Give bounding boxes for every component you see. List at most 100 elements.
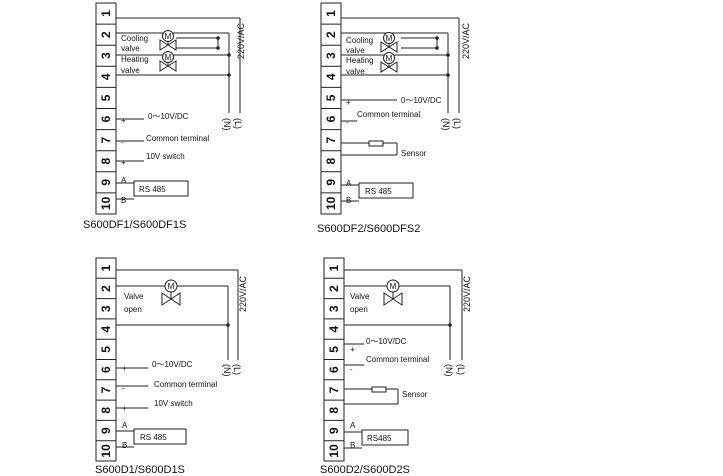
cooling-valve: Cooling valve M <box>346 32 398 55</box>
valve-icon <box>159 60 177 72</box>
terminal-number: 5 <box>324 94 338 101</box>
motor-symbol: M <box>168 282 175 291</box>
minus-symbol: - <box>350 365 353 374</box>
supply-voltage-label: 220V/AC <box>238 275 248 312</box>
motor-symbol: M <box>165 32 172 41</box>
terminal-number: 6 <box>327 366 341 373</box>
b-symbol: B <box>122 441 127 450</box>
minus-symbol: - <box>121 138 124 147</box>
signal-wiring: + 0～10V/DC - Common terminal Sensor A B … <box>341 96 442 205</box>
terminal-number: 3 <box>324 52 338 59</box>
valve-label: Valve <box>350 292 370 301</box>
terminal-strip: 1 2 3 4 5 6 7 8 9 10 <box>95 257 117 462</box>
open-valve: Valve open M <box>350 279 403 314</box>
junction-dot <box>227 73 231 77</box>
valve-label: Heating <box>346 56 374 65</box>
terminal-number: 2 <box>99 31 113 38</box>
heating-valve: Heating valve M <box>121 51 177 75</box>
analog-input-label: 0～10V/DC <box>148 112 189 121</box>
minus-symbol: - <box>122 384 125 393</box>
rs485-box <box>133 428 187 445</box>
terminal-number: 1 <box>324 10 338 17</box>
analog-input-label: 0～10V/DC <box>401 96 442 105</box>
rs485-label: RS 485 <box>365 187 392 196</box>
valve-label: valve <box>346 46 365 55</box>
panel-caption: S600DF1/S600DF1S <box>83 219 186 231</box>
plus-symbol: + <box>121 158 126 167</box>
analog-input-label: 0～10V/DC <box>152 360 193 369</box>
terminal-number: 4 <box>99 325 113 332</box>
panel-caption: S600D2/S600D2S <box>320 464 410 476</box>
junction-dot <box>227 53 231 57</box>
terminal-number: 7 <box>99 136 113 143</box>
junction-dot <box>446 53 450 57</box>
common-terminal-label: Common terminal <box>366 355 429 364</box>
terminal-number: 5 <box>99 94 113 101</box>
panel-caption: S600DF2/S600DFS2 <box>317 223 420 235</box>
valve-icon <box>161 292 181 306</box>
plus-symbol: + <box>121 116 126 125</box>
switch-input-label: 10V switch <box>146 152 185 161</box>
a-symbol: A <box>122 421 128 430</box>
minus-symbol: - <box>346 118 349 127</box>
valve-label: open <box>124 305 142 314</box>
terminal-number: 1 <box>327 265 341 272</box>
b-symbol: B <box>350 441 355 450</box>
junction-dot <box>226 323 230 327</box>
a-symbol: A <box>350 421 356 430</box>
valve-icon <box>380 41 398 53</box>
terminal-number: 4 <box>324 73 338 80</box>
junction-dot <box>448 323 452 327</box>
terminal-number: 5 <box>327 346 341 353</box>
terminal-number: 2 <box>324 31 338 38</box>
terminal-number: 7 <box>99 386 113 393</box>
signal-wiring: + 0～10V/DC - Common terminal Sensor A B … <box>344 337 429 450</box>
terminal-number: 6 <box>324 115 338 122</box>
motor-symbol: M <box>386 34 393 43</box>
motor-symbol: M <box>165 53 172 62</box>
sensor-resistor-icon <box>371 386 387 393</box>
switch-input-label: 10V switch <box>154 399 193 408</box>
terminal-number: 8 <box>99 407 113 414</box>
valve-label: Valve <box>124 292 144 301</box>
terminal-number: 6 <box>99 366 113 373</box>
valve-label: valve <box>121 44 140 53</box>
terminal-number: 1 <box>99 265 113 272</box>
terminal-number: 9 <box>99 179 113 186</box>
terminal-number: 4 <box>327 325 341 332</box>
valve-label: Heating <box>121 55 149 64</box>
valve-label: valve <box>346 67 365 76</box>
terminal-number: 10 <box>327 444 341 458</box>
valve-icon <box>380 61 398 73</box>
terminal-number: 9 <box>327 427 341 434</box>
sensor-label: Sensor <box>402 390 428 399</box>
a-symbol: A <box>121 176 127 185</box>
terminal-number: 3 <box>99 305 113 312</box>
a-symbol: A <box>346 179 352 188</box>
terminal-number: 2 <box>99 285 113 292</box>
terminal-number: 10 <box>324 196 338 210</box>
plus-symbol: + <box>350 345 355 354</box>
terminal-number: 4 <box>99 73 113 80</box>
valve-icon <box>383 292 403 306</box>
terminal-number: 2 <box>327 285 341 292</box>
common-terminal-label: Common terminal <box>146 134 209 143</box>
terminal-strip: 1 2 3 4 5 6 7 8 9 10 <box>320 2 342 215</box>
terminal-number: 10 <box>99 196 113 210</box>
terminal-number: 8 <box>324 158 338 165</box>
panel-caption: S600D1/S600D1S <box>95 464 185 476</box>
rs485-box <box>361 429 409 446</box>
valve-label: Cooling <box>346 36 373 45</box>
rs485-box <box>358 182 414 199</box>
rs485-box <box>133 180 189 197</box>
panel-df2: 1 2 3 4 5 6 7 8 9 10 220V/AC (N) <box>317 2 471 235</box>
live-label: (L) <box>456 364 466 375</box>
common-terminal-label: Common terminal <box>154 380 217 389</box>
power-wiring: 220V/AC (N) (L) <box>341 17 471 131</box>
terminal-number: 7 <box>327 386 341 393</box>
terminal-number: 8 <box>327 407 341 414</box>
terminal-number: 3 <box>327 305 341 312</box>
rs485-label: RS 485 <box>140 433 167 442</box>
heating-valve: Heating valve M <box>346 52 398 76</box>
sensor-label: Sensor <box>401 149 427 158</box>
